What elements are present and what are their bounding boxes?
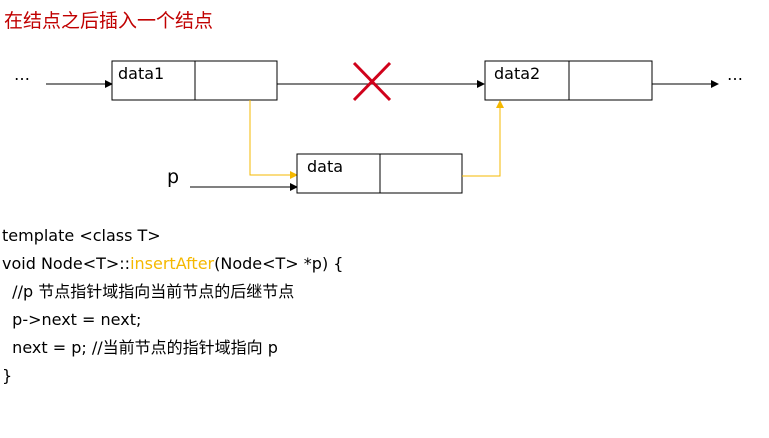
code-line-5: next = p; //当前节点的指针域指向 p — [2, 338, 278, 357]
node-data2-label: data2 — [494, 64, 540, 83]
node-data-new: data — [296, 153, 463, 194]
slide-title: 在结点之后插入一个结点 — [4, 10, 214, 32]
code-line-2-suffix: (Node<T> *p) { — [214, 254, 344, 273]
code-block: template <class T> void Node<T>::insertA… — [2, 222, 343, 390]
node-data1-label: data1 — [118, 64, 164, 83]
code-line-2-prefix: void Node<T>:: — [2, 254, 131, 273]
code-line-4: p->next = next; — [2, 310, 142, 329]
ellipsis-right: … — [727, 65, 743, 84]
code-function-name: insertAfter — [130, 254, 215, 273]
code-line-2: void Node<T>::insertAfter(Node<T> *p) { — [2, 250, 343, 278]
new-link-to-data2 — [462, 100, 504, 177]
code-line-1: template <class T> — [2, 226, 161, 245]
cross-mark — [352, 61, 392, 102]
node-data1: data1 — [111, 60, 278, 101]
node-data-label: data — [307, 157, 343, 176]
pointer-p-label: p — [167, 166, 179, 188]
node-data2: data2 — [484, 60, 653, 101]
ellipsis-left: … — [14, 65, 30, 84]
code-line-6: } — [2, 366, 13, 385]
new-link-to-data — [249, 100, 298, 179]
code-line-3: //p 节点指针域指向当前节点的后继节点 — [2, 282, 295, 301]
